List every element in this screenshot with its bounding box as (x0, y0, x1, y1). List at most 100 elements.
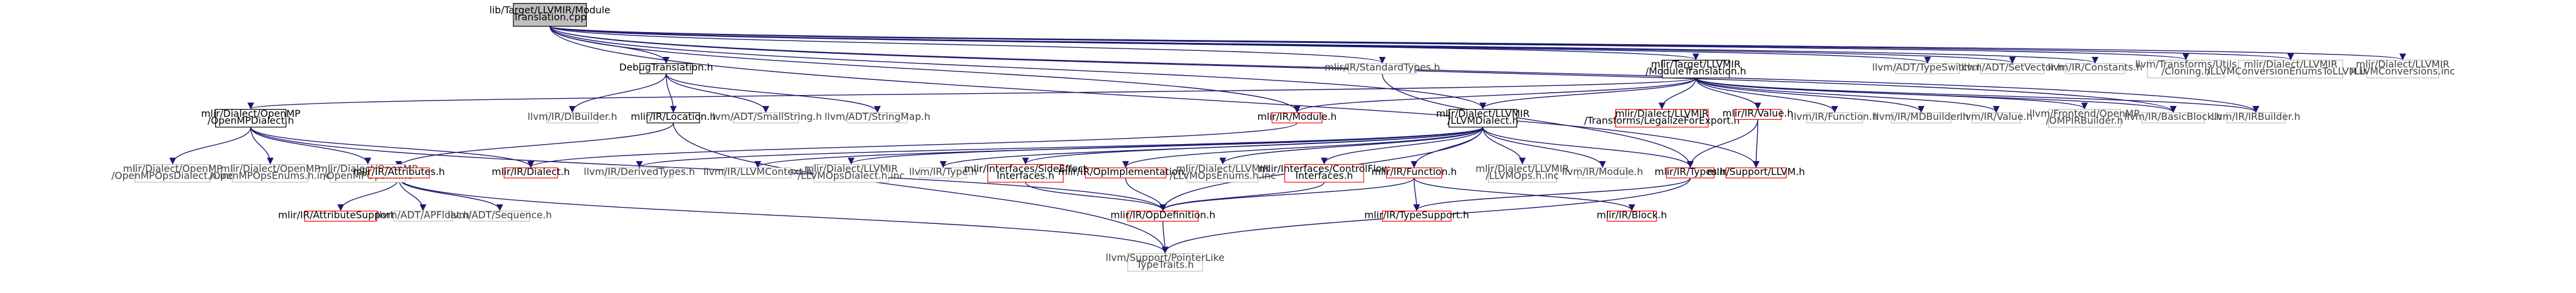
graph-node-llvmopsenums[interactable]: mlir/Dialect/LLVMIR/LLVMOpsEnums.h.inc (1170, 163, 1276, 183)
edge-openmpdialect-to-dialect (250, 127, 535, 168)
node-label: llvm/IR/MDBuilder.h (1874, 111, 1969, 122)
node-box (1386, 167, 1443, 179)
node-label: llvm/IR/Constants.h (2048, 62, 2143, 73)
graph-node-irfunction[interactable]: mlir/IR/Function.h (1372, 166, 1457, 179)
edge-openmpdialect-to-ompops (250, 127, 372, 165)
node-box (724, 167, 792, 179)
graph-node-apfloat[interactable]: llvm/ADT/APFloat.h (376, 209, 469, 222)
graph-node-ompdialectinc[interactable]: mlir/Dialect/OpenMP/OpenMPOpsDialect.h.i… (112, 163, 234, 183)
graph-node-stringmap[interactable]: llvm/ADT/StringMap.h (824, 111, 930, 123)
node-label: llvm/ADT/StringMap.h (824, 111, 930, 122)
edge-modtrans-to-legalize (1658, 77, 1697, 110)
graph-node-legalize[interactable]: mlir/Dialect/LLVMIR/Transforms/LegalizeF… (1584, 108, 1740, 128)
node-label: /LLVMOpsEnums.h.inc (1170, 170, 1276, 181)
graph-node-ompenums[interactable]: mlir/Dialect/OpenMP/OpenMPOpsEnums.h.inc (210, 163, 332, 183)
graph-node-ompbuilder[interactable]: llvm/Frontend/OpenMP/OMPIRBuilder.h (2029, 108, 2140, 128)
graph-node-irvalue[interactable]: mlir/IR/Value.h (1723, 107, 1794, 120)
edge-root-to-supportllvm (549, 26, 1760, 168)
edge-attributes-to-pointerlike (398, 177, 1169, 254)
edge-debug-to-location (666, 73, 677, 113)
graph-node-llvmopsinc[interactable]: mlir/Dialect/LLVMIR/LLVMOps.h.inc (1475, 163, 1569, 183)
edge-modtrans-to-basicblock (1695, 77, 2177, 113)
edge-modtrans-to-irbuilder (1695, 77, 2260, 113)
node-box (1734, 109, 1782, 120)
graph-node-convenums[interactable]: mlir/Dialect/LLVMIR/LLVMConversionEnumsT… (2207, 59, 2374, 79)
graph-node-stdtypes[interactable]: mlir/IR/StandardTypes.h (1324, 62, 1440, 74)
graph-node-mdbuilder[interactable]: llvm/IR/MDBuilder.h (1874, 111, 1969, 123)
node-box (304, 211, 378, 222)
graph-node-supportllvm[interactable]: mlir/Support/LLVM.h (1707, 166, 1805, 179)
node-label: llvm/IR/Value.h (1960, 111, 2033, 122)
edge-modtrans-to-irvalue (1695, 77, 1761, 110)
node-box (2048, 109, 2121, 128)
node-label: mlir/Dialect/LLVMIR (1475, 163, 1569, 174)
graph-node-derivedtypes[interactable]: llvm/IR/DerivedTypes.h (584, 166, 695, 179)
node-box (2065, 63, 2126, 74)
graph-node-irmodule[interactable]: mlir/IR/Module.h (1257, 111, 1336, 123)
graph-node-opdefinition[interactable]: mlir/IR/OpDefinition.h (1110, 209, 1215, 222)
graph-node-debug[interactable]: DebugTranslation.h (619, 62, 713, 74)
node-label: mlir/IR/Attributes.h (353, 166, 445, 177)
node-label: /LLVMOps.h.inc (1486, 170, 1559, 181)
graph-node-irtypes[interactable]: mlir/IR/Types.h (1655, 166, 1726, 179)
node-box (1448, 109, 1518, 128)
node-box (503, 167, 558, 179)
nodes-layer: lib/Target/LLVMIR/ModuleTranslation.cppD… (112, 2, 2455, 272)
node-label: mlir/Dialect/OpenMP (221, 163, 320, 174)
graph-node-dialect[interactable]: mlir/IR/Dialect.h (492, 166, 570, 179)
graph-node-attrsupport[interactable]: mlir/IR/AttributeSupport.h (278, 209, 404, 222)
graph-node-typesupport[interactable]: mlir/IR/TypeSupport.h (1364, 209, 1469, 222)
graph-node-sequence[interactable]: llvm/ADT/Sequence.h (448, 209, 552, 222)
graph-node-llvmopsdialect[interactable]: mlir/Dialect/LLVMIR/LLVMOpsDialect.h.inc (798, 163, 905, 183)
graph-node-llvmfunction[interactable]: llvm/IR/Function.h (1791, 111, 1878, 123)
graph-node-cloning[interactable]: llvm/Transforms/Utils/Cloning.h (2135, 59, 2237, 79)
graph-node-setvector[interactable]: llvm/ADT/SetVector.h (1961, 62, 2064, 74)
edge-debug-to-smallstring (666, 73, 770, 113)
node-label: mlir/IR/Function.h (1372, 166, 1457, 177)
node-label: llvm/IR/Type.h (909, 166, 978, 177)
node-box (919, 167, 967, 179)
graph-node-llvmmodule[interactable]: llvm/IR/Module.h (1562, 166, 1643, 179)
graph-node-llvmvalue[interactable]: llvm/IR/Value.h (1960, 111, 2033, 123)
graph-node-dibuilder[interactable]: llvm/IR/DIBuilder.h (527, 111, 617, 123)
graph-node-irbuilder[interactable]: llvm/IR/IRBuilder.h (2212, 111, 2301, 123)
node-label: TypeTraits.h (1136, 258, 1194, 270)
edge-root-to-llvmdialect (549, 26, 1486, 110)
node-label: mlir/Support/LLVM.h (1707, 166, 1805, 177)
edge-stdtypes-to-irtypes (1381, 73, 1694, 168)
graph-node-openmpdialect[interactable]: mlir/Dialect/OpenMP/OpenMPDialect.h (201, 108, 301, 128)
node-label: llvm/ADT/SmallString.h (710, 111, 822, 122)
graph-node-constants[interactable]: llvm/IR/Constants.h (2048, 62, 2143, 74)
node-label: llvm/IR/DIBuilder.h (527, 111, 617, 122)
graph-node-opimpl[interactable]: mlir/IR/OpImplementation.h (1058, 166, 1193, 179)
graph-node-llvmdialect[interactable]: mlir/Dialect/LLVMIR/LLVMDialect.h (1436, 108, 1530, 128)
node-box (1980, 63, 2045, 74)
node-box (393, 211, 453, 222)
graph-node-llvmcontext[interactable]: llvm/IR/LLVMContext.h (704, 166, 812, 179)
graph-node-llvmtype[interactable]: llvm/IR/Type.h (909, 166, 978, 179)
graph-node-basicblock[interactable]: llvm/IR/BasicBlock.h (2124, 111, 2222, 123)
node-box (1607, 211, 1657, 222)
edge-root-to-irmodule (549, 26, 1301, 113)
edge-openmpdialect-to-ompdialectinc (169, 127, 252, 165)
graph-node-location[interactable]: mlir/IR/Location.h (631, 111, 716, 123)
graph-node-convinc[interactable]: mlir/Dialect/LLVMIR/LLVMConversions.inc (2351, 59, 2455, 79)
graph-node-smallstring[interactable]: llvm/ADT/SmallString.h (710, 111, 822, 123)
graph-node-attributes[interactable]: mlir/IR/Attributes.h (353, 166, 445, 179)
node-label: mlir/Dialect/OpenMP (123, 163, 222, 174)
node-box (1577, 167, 1628, 179)
edge-modtrans-to-mdbuilder (1695, 77, 1925, 113)
graph-node-typeswitch[interactable]: llvm/ADT/TypeSwitch.h (1872, 62, 1983, 74)
node-label: mlir/IR/Module.h (1257, 111, 1336, 122)
node-label: mlir/IR/Value.h (1723, 107, 1794, 119)
graph-node-irblock[interactable]: mlir/IR/Block.h (1597, 209, 1667, 222)
node-label: mlir/Dialect/LLVMIR (1176, 163, 1269, 174)
graph-node-modtrans[interactable]: mlir/Target/LLVMIR/ModuleTranslation.h (1646, 59, 1746, 79)
edge-opimpl-to-opdefinition (1125, 177, 1167, 211)
node-label: mlir/Dialect/LLVMIR (2356, 59, 2449, 70)
node-box (2147, 59, 2224, 79)
